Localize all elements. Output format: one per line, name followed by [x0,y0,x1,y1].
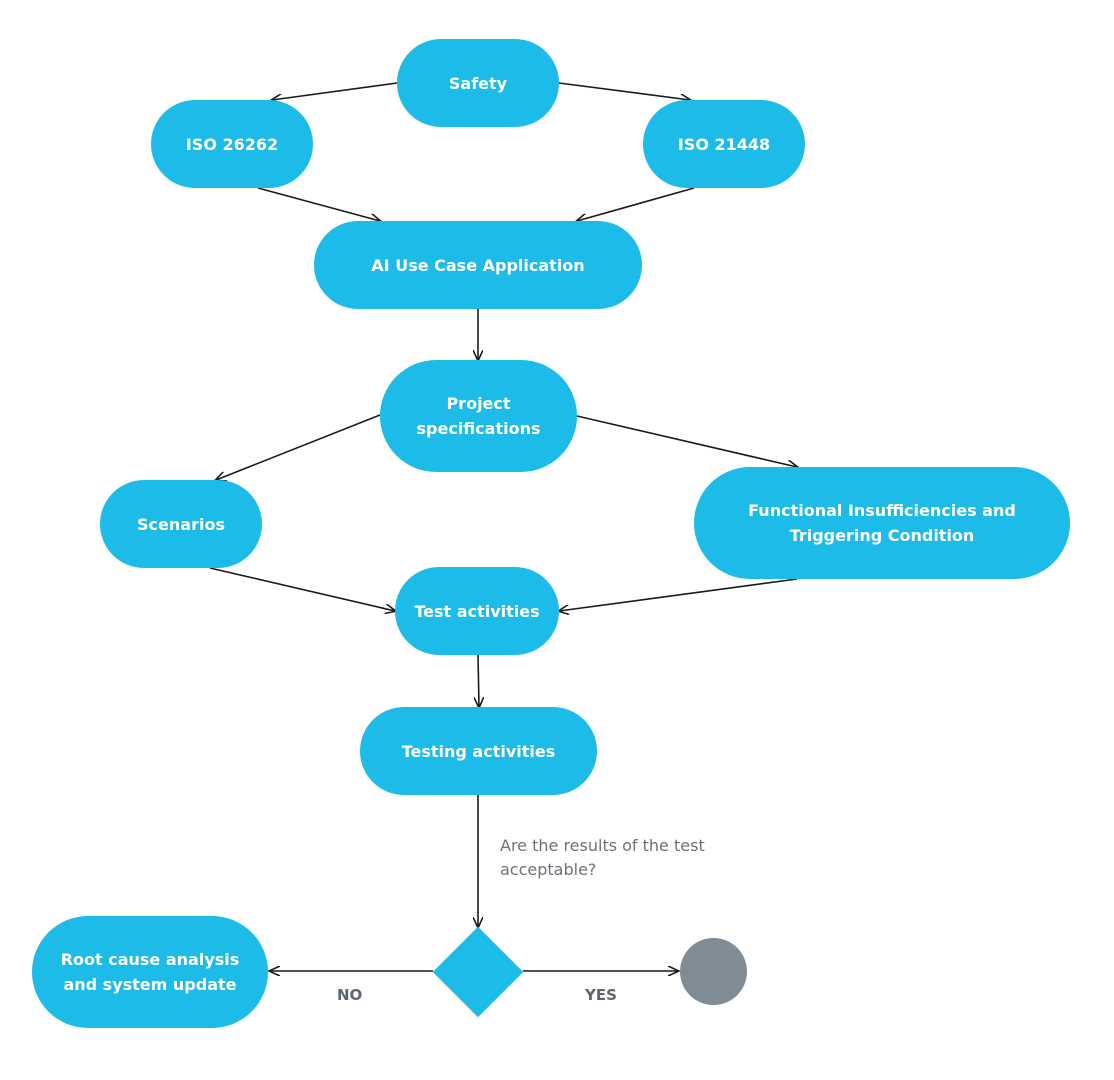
node-ai-use-case-label: AI Use Case Application [371,255,585,275]
node-test-activities-label: Test activities [414,601,540,621]
node-project-label-line-2: specifications [416,419,541,438]
branch-label-yes: YES [585,986,617,1004]
decision-question-line-2: acceptable? [500,860,597,879]
node-safety: Safety [397,39,559,127]
node-test-activities: Test activities [395,567,559,655]
node-testing-activities-label: Testing activities [401,741,556,761]
arrow-functional-to-test [559,578,798,611]
node-functional-insufficiencies: Functional Insufficiencies and Triggerin… [694,467,1070,579]
node-testing-activities: Testing activities [360,707,597,795]
arrow-project-to-functional [576,415,797,467]
node-project-label-line-1: Project [446,394,511,413]
node-root-cause-label-line-2: and system update [63,975,237,994]
node-root-cause-analysis: Root cause analysis and system update [32,916,268,1028]
node-scenarios-label: Scenarios [137,514,225,534]
arrow-iso21448-to-ai-use-case [577,187,695,221]
node-iso-26262: ISO 26262 [151,100,313,188]
node-scenarios: Scenarios [100,480,262,568]
decision-question-line-1: Are the results of the test [500,836,705,855]
node-iso-21448-label: ISO 21448 [677,134,771,154]
node-iso-26262-label: ISO 26262 [185,134,279,154]
node-ai-use-case-application: AI Use Case Application [314,221,642,309]
node-iso-21448: ISO 21448 [643,100,805,188]
node-functional-label-line-2: Triggering Condition [789,526,975,545]
node-functional-label-line-1: Functional Insufficiencies and [748,501,1016,520]
node-safety-label: Safety [448,73,508,93]
arrow-project-to-scenarios [216,414,381,480]
node-root-cause-label-line-1: Root cause analysis [60,950,240,969]
decision-question: Are the results of the test acceptable? [500,834,760,882]
arrow-safety-to-iso26262 [272,82,398,100]
arrow-safety-to-iso21448 [558,82,690,100]
end-node [680,938,747,1005]
node-project-specifications: Project specifications [380,360,577,472]
branch-label-no: NO [337,986,363,1004]
arrow-iso26262-to-ai-use-case [257,187,380,221]
arrow-test-to-testing [478,654,479,707]
arrow-scenarios-to-test [209,567,395,611]
